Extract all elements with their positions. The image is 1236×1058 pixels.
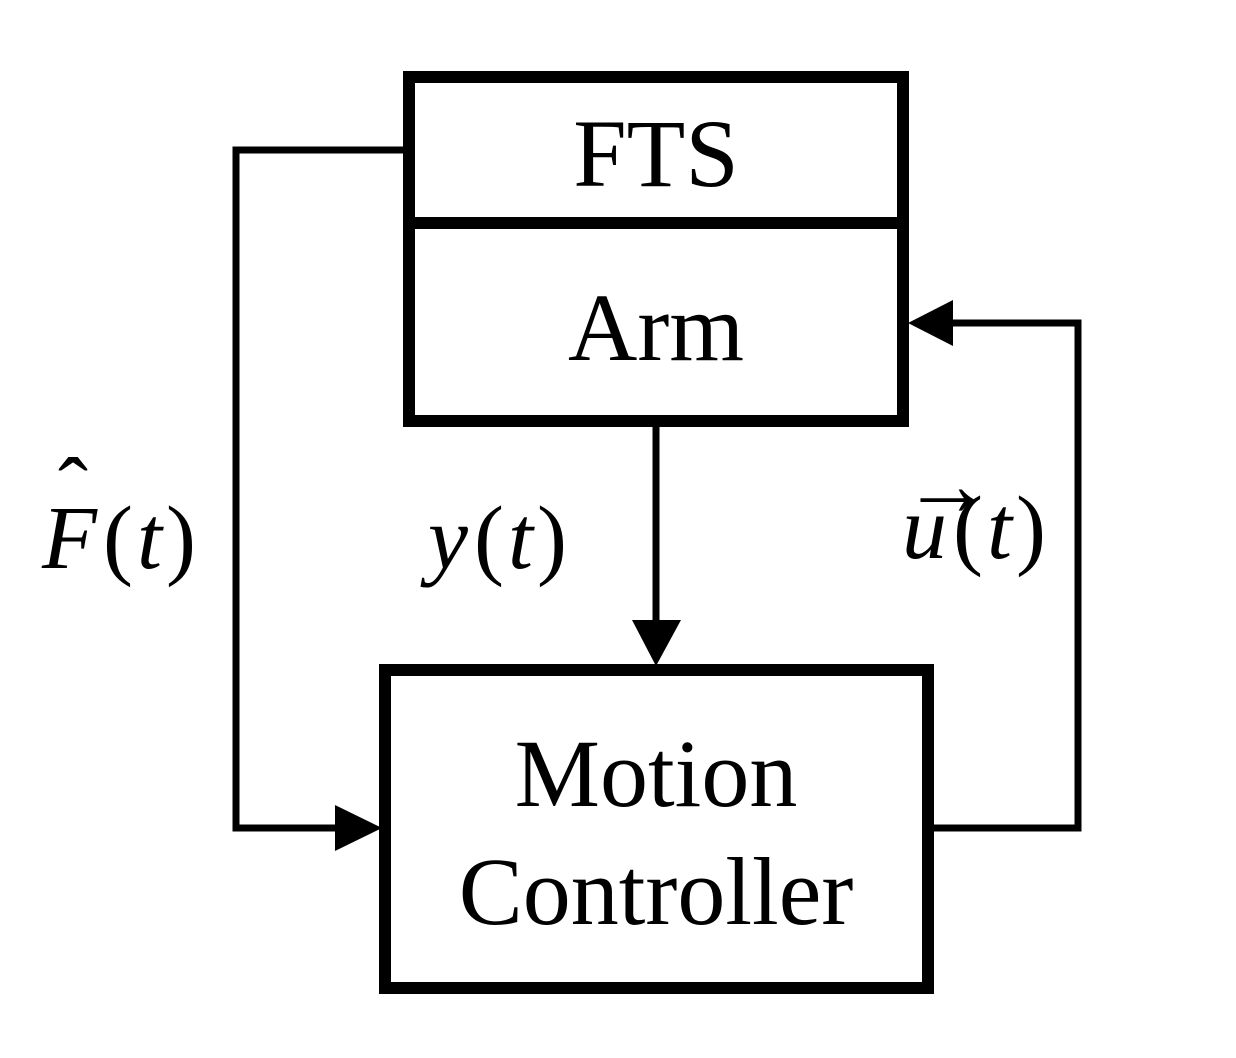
output-symbol: y xyxy=(420,489,468,588)
output-path xyxy=(632,427,681,666)
arm-block-border xyxy=(403,217,909,427)
control-path xyxy=(908,300,1082,832)
output-arrowhead xyxy=(632,620,681,666)
control-vector-mark: → xyxy=(902,436,992,535)
control-open-paren: ( xyxy=(953,479,983,578)
motion-controller-label-line2: Controller xyxy=(459,838,854,945)
output-close-paren: ) xyxy=(537,489,567,588)
control-close-paren: ) xyxy=(1016,479,1046,578)
control-label: → u(t) xyxy=(902,436,1046,578)
motion-controller-block-border xyxy=(379,664,934,994)
control-line xyxy=(934,319,1082,832)
force-estimate-text: F(t) xyxy=(41,489,196,588)
control-arg: t xyxy=(987,479,1014,578)
control-arrowhead xyxy=(908,300,953,346)
control-text: u(t) xyxy=(902,479,1046,578)
force-estimate-arg: t xyxy=(137,489,164,588)
force-estimate-hat: ˆ xyxy=(58,441,88,540)
motion-controller-block: Motion Controller xyxy=(379,664,934,994)
motion-controller-label-line1: Motion xyxy=(515,720,798,827)
fts-label: FTS xyxy=(573,100,738,207)
force-feedback-path xyxy=(232,146,405,851)
force-estimate-symbol: F xyxy=(41,489,98,588)
arm-label: Arm xyxy=(568,274,744,381)
output-label: y(t) xyxy=(420,489,567,588)
force-feedback-arrowhead xyxy=(335,805,382,851)
force-feedback-line xyxy=(232,146,405,832)
control-symbol: u xyxy=(902,479,947,578)
fts-block: FTS xyxy=(403,71,909,229)
force-estimate-label: ˆ F(t) xyxy=(41,441,196,588)
output-open-paren: ( xyxy=(474,489,504,588)
force-estimate-close-paren: ) xyxy=(166,489,196,588)
force-estimate-open-paren: ( xyxy=(103,489,133,588)
arm-block: Arm xyxy=(403,217,909,427)
output-arg: t xyxy=(508,489,535,588)
